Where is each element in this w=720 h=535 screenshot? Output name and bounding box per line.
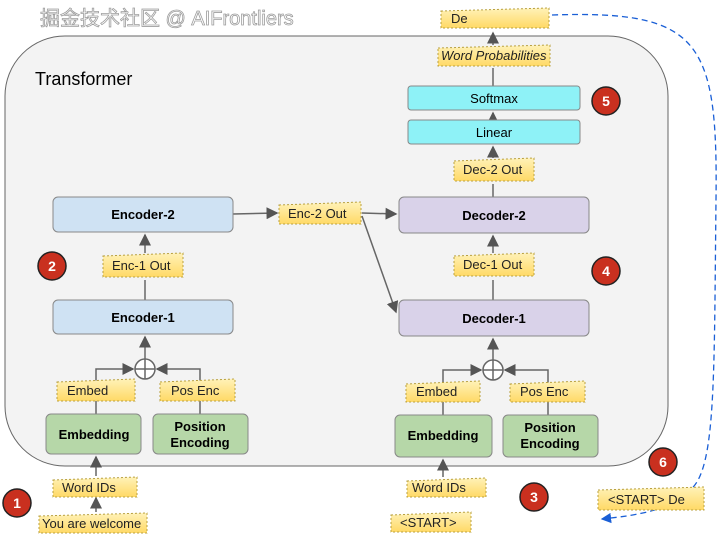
next-input-text: <START> De [608, 492, 685, 507]
output-text: De [451, 11, 468, 26]
encoder-2-label: Encoder-2 [111, 207, 175, 222]
step-2-badge: 2 [37, 251, 67, 281]
encoder-embedding-label: Embedding [59, 427, 130, 442]
decoder-1-label: Decoder-1 [462, 311, 526, 326]
step-6-badge: 6 [648, 447, 678, 477]
encoder-embedding-block [45, 413, 142, 455]
svg-text:1: 1 [13, 495, 21, 511]
decoder-pos-enc-tag [509, 380, 586, 403]
encoder-2-block [52, 196, 234, 233]
dec-1-out-tag [453, 252, 535, 277]
svg-text:2: 2 [48, 258, 56, 274]
encoder-position-label: Position [174, 419, 225, 434]
encoder-1-label: Encoder-1 [111, 310, 175, 325]
svg-text:4: 4 [602, 263, 610, 279]
decoder-add-icon [482, 359, 504, 381]
encoder-input-tag [38, 512, 148, 534]
decoder-embedding-block [394, 414, 493, 458]
step-4-badge: 4 [591, 256, 621, 286]
next-input-tag [597, 486, 705, 511]
encoder-1-block [52, 299, 234, 335]
svg-text:3: 3 [530, 489, 538, 505]
svg-text:5: 5 [602, 93, 610, 109]
word-probabilities-text: Word Probabilities [441, 48, 547, 63]
decoder-2-block [398, 196, 590, 234]
encoder-embed-tag [56, 378, 136, 402]
encoder-position-encoding-block [152, 413, 249, 455]
decoder-embedding-label: Embedding [408, 428, 479, 443]
step-5-badge: 5 [591, 86, 621, 116]
encoder-input-text: You are welcome [42, 516, 141, 531]
decoder-2-label: Decoder-2 [462, 208, 526, 223]
decoder-embed-tag [405, 380, 481, 403]
decoder-pos-enc-text: Pos Enc [520, 384, 569, 399]
svg-text:6: 6 [659, 454, 667, 470]
linear-block [407, 119, 581, 145]
decoder-position-encoding-block [502, 414, 599, 458]
softmax-block [407, 85, 581, 111]
decoder-word-ids-text: Word IDs [412, 480, 466, 495]
enc-1-out-text: Enc-1 Out [112, 258, 171, 273]
output-tag [440, 7, 550, 29]
decoder-embed-text: Embed [416, 384, 457, 399]
decoder-encoding-label: Encoding [520, 436, 579, 451]
softmax-label: Softmax [470, 91, 518, 106]
diagram-title: Transformer [35, 69, 132, 89]
dec-1-out-text: Dec-1 Out [463, 257, 523, 272]
step-3-badge: 3 [519, 482, 549, 512]
encoder-encoding-label: Encoding [170, 435, 229, 450]
decoder-input-text: <START> [400, 515, 457, 530]
decoder-1-block [398, 299, 590, 337]
encoder-word-ids-tag [52, 476, 138, 498]
encoder-word-ids-text: Word IDs [62, 480, 116, 495]
dec-2-out-tag [453, 157, 535, 182]
feedback-arrow [551, 13, 717, 524]
dec-2-out-text: Dec-2 Out [463, 162, 523, 177]
decoder-input-tag [390, 511, 472, 533]
encoder-embed-text: Embed [67, 383, 108, 398]
decoder-position-label: Position [524, 420, 575, 435]
encoder-add-icon [134, 358, 156, 380]
decoder-word-ids-tag [406, 477, 487, 498]
enc-1-out-tag [102, 252, 184, 278]
encoder-pos-enc-text: Pos Enc [171, 383, 220, 398]
linear-label: Linear [476, 125, 513, 140]
encoder-pos-enc-tag [159, 378, 236, 402]
word-probabilities-tag [437, 44, 551, 67]
enc-2-out-text: Enc-2 Out [288, 206, 347, 221]
watermark: 掘金技术社区 @ AIFrontliers [40, 7, 294, 30]
enc-2-out-tag [278, 201, 362, 225]
step-1-badge: 1 [2, 488, 32, 518]
